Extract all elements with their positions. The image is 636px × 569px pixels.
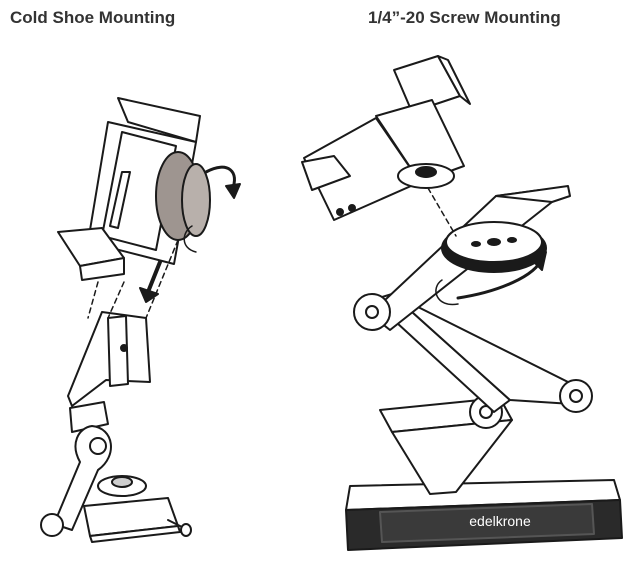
edelkrone-logo: edelkrone <box>469 513 531 529</box>
screw-mount-illustration: edelkrone <box>301 55 623 551</box>
alignment-lines <box>87 239 179 319</box>
screw-mount-panel: 1/4”-20 Screw Mounting <box>280 0 636 569</box>
screw-alignment-line <box>427 187 457 237</box>
cold-shoe-title: Cold Shoe Mounting <box>10 8 176 27</box>
cold-shoe-panel: Cold Shoe Mounting <box>0 0 300 569</box>
stand-base <box>345 479 623 551</box>
screw-mount-title: 1/4”-20 Screw Mounting <box>368 8 561 27</box>
cold-shoe-base <box>83 475 192 543</box>
cold-shoe-hinge-arm <box>40 401 112 537</box>
cold-shoe-body <box>67 311 151 407</box>
screw-rotate-arrow-icon <box>435 251 547 306</box>
gray-knob <box>155 151 211 241</box>
stand-lower-arm <box>379 395 513 495</box>
screw-knob <box>441 221 547 273</box>
stand-middle-arm <box>371 293 593 413</box>
curved-rotate-arrow-icon <box>183 165 241 253</box>
cold-shoe-illustration <box>40 97 241 543</box>
screw-mount-clamp <box>301 55 471 221</box>
down-arrow-icon <box>139 260 162 303</box>
